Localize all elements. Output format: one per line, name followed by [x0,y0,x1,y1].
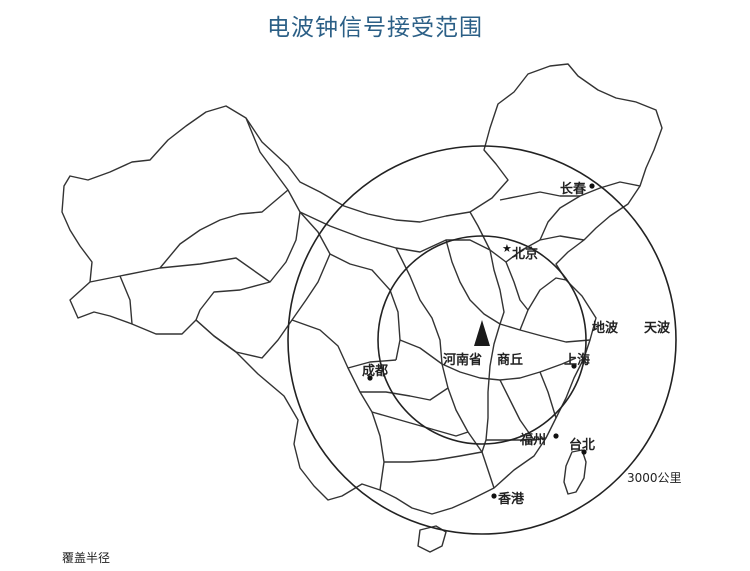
city-dot-fuzhou [553,433,559,439]
sky-wave-label: 天波 [644,321,671,336]
city-dot-chengdu [367,375,373,381]
city-label-shanghai: 上海 [564,353,591,368]
coverage-radius-label: 覆盖半径 [62,551,111,565]
city-label-fuzhou: 福州 [520,433,547,448]
city-label-changchun: 长春 [560,182,587,197]
beijing-star-icon: ★ [502,242,512,255]
city-dot-hongkong [491,493,497,499]
city-dot-changchun [589,183,595,189]
city-label-taipei: 台北 [569,438,596,453]
city-label-hongkong: 香港 [498,492,525,507]
transmitter-city-label: 商丘 [497,353,524,368]
inner-range-ring [377,235,587,445]
distance-label: 3000公里 [627,471,682,485]
map-title: 电波钟信号接受范围 [267,15,483,41]
city-label-beijing: 北京 [512,247,539,262]
transmitter-triangle-icon [474,320,490,346]
hainan-island [417,525,447,553]
taiwan-island [563,449,587,495]
city-dot-shanghai [571,363,577,369]
transmitter-province-label: 河南省 [443,353,483,368]
outer-range-ring [287,145,677,535]
city-label-chengdu: 成都 [362,364,389,379]
city-dot-taipei [581,449,587,455]
ground-wave-label: 地波 [592,321,619,336]
